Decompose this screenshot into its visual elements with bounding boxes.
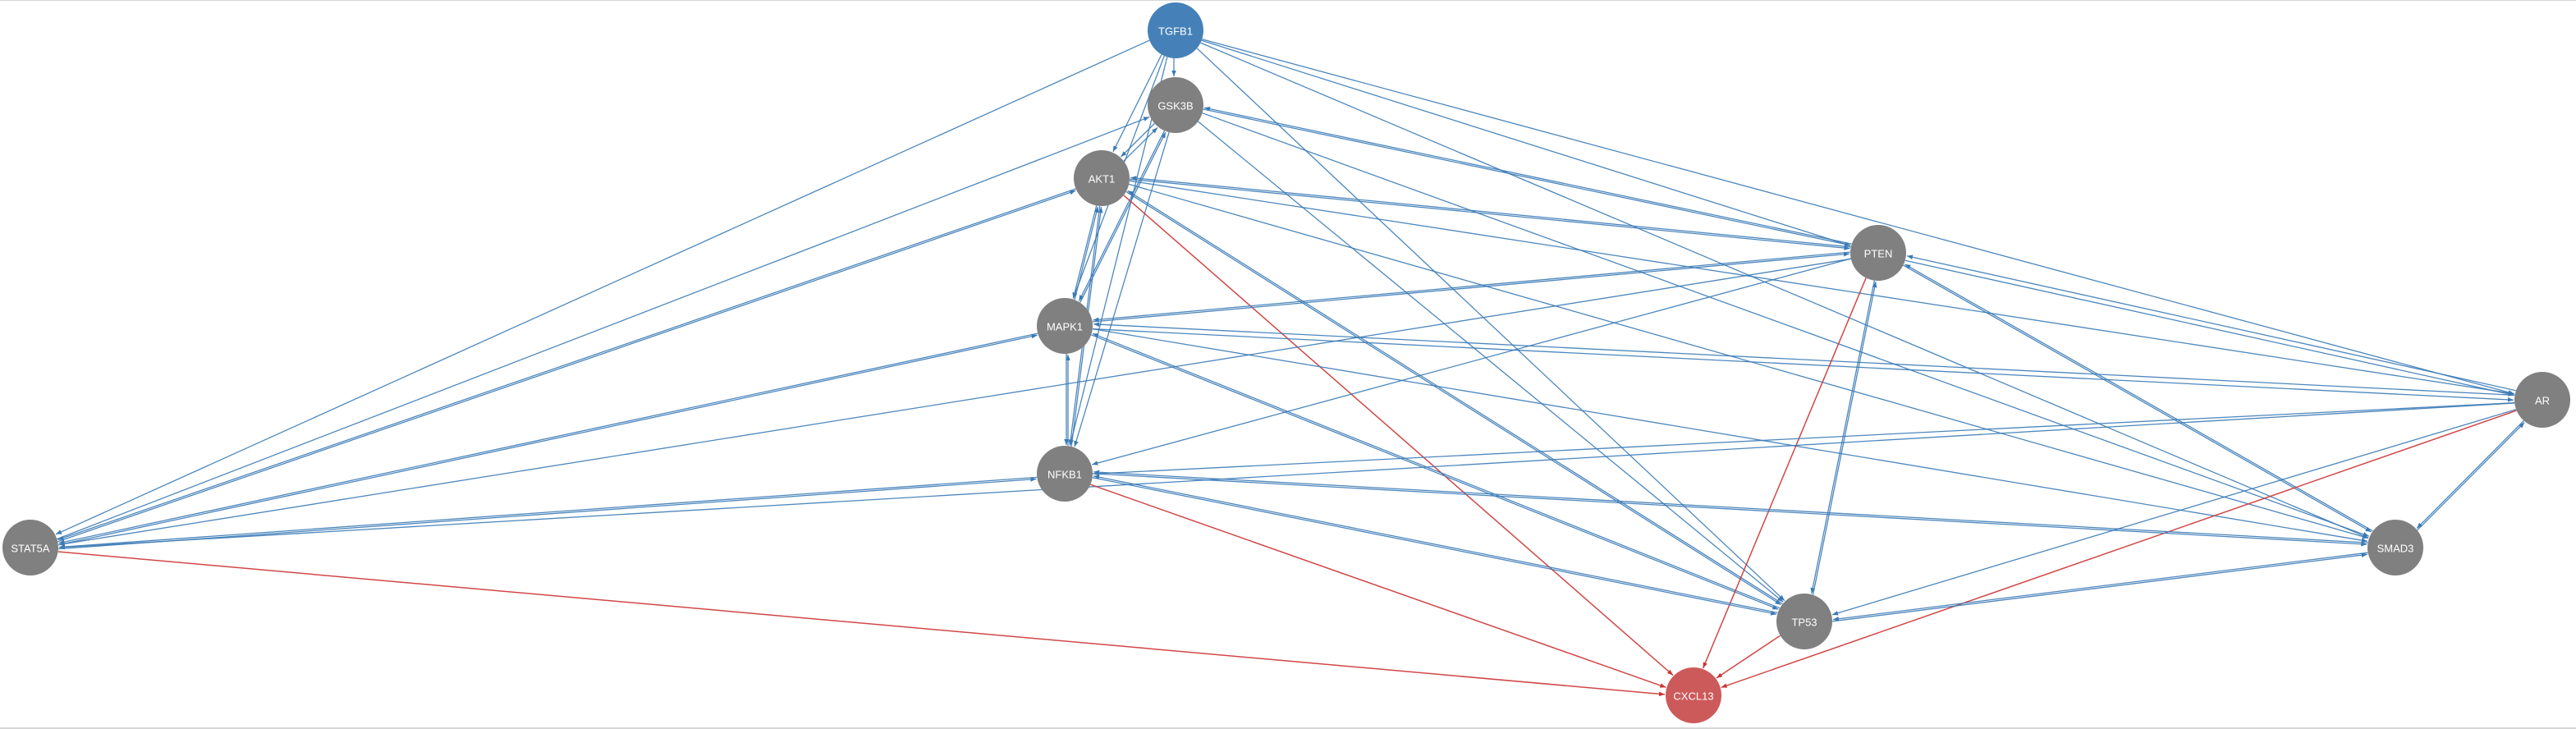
node-circle-pten[interactable] [1850,225,1906,281]
edge-gsk3b-to-pten [1203,108,1851,247]
node-circle-tp53[interactable] [1776,594,1832,649]
edge-pten-to-mapk1 [1093,251,1850,323]
edge-ar-to-pten [1906,254,2516,392]
edge-stat5a-to-cxcl13 [57,551,1666,697]
edge-pten-to-ar [1904,259,2514,397]
node-stat5a[interactable]: STAT5A [2,520,58,575]
node-gsk3b[interactable]: GSK3B [1148,77,1203,133]
edge-pten-to-smad3 [1903,264,2372,533]
edge-gsk3b-to-smad3 [1202,112,2370,537]
edge-pten-to-stat5a [58,258,1851,547]
node-circle-ar[interactable] [2514,372,2570,428]
edge-mapk1-to-pten [1092,251,1850,323]
edge-pten-to-akt1 [1130,176,1851,248]
edge-akt1-to-gsk3b [1123,127,1158,162]
edge-tgfb1-to-tp53 [1196,48,1785,602]
node-circle-nfkb1[interactable] [1037,446,1093,502]
node-pten[interactable]: PTEN [1850,225,1906,281]
edge-smad3-to-pten [1904,264,2373,532]
edge-mapk1-to-ar [1092,328,2514,402]
edge-nfkb1-to-stat5a [59,476,1038,549]
edge-tp53-to-pten [1812,281,1877,595]
node-circle-smad3[interactable] [2367,520,2423,575]
node-label-pten: PTEN [1864,248,1893,260]
edge-tp53-to-mapk1 [1092,332,1781,609]
edge-mapk1-to-akt1 [1074,206,1099,300]
node-akt1[interactable]: AKT1 [1074,150,1130,206]
edge-gsk3b-to-akt1 [1121,123,1155,158]
node-circle-cxcl13[interactable] [1666,667,1721,723]
edge-tgfb1-to-smad3 [1200,42,2369,539]
edge-ar-to-stat5a [59,402,2515,550]
edge-ar-to-nfkb1 [1093,402,2515,476]
edge-tgfb1-to-pten [1201,39,1851,246]
node-circle-stat5a[interactable] [2,520,58,575]
edge-pten-to-nfkb1 [1092,258,1851,465]
node-mapk1[interactable]: MAPK1 [1037,298,1093,354]
node-circle-tgfb1[interactable] [1148,2,1203,58]
node-label-tgfb1: TGFB1 [1158,25,1193,38]
node-tgfb1[interactable]: TGFB1 [1148,2,1203,58]
node-label-nfkb1: NFKB1 [1047,469,1082,481]
node-label-ar: AR [2535,395,2550,407]
edge-pten-to-tp53 [1810,280,1875,594]
edge-tgfb1-to-stat5a [55,39,1150,535]
node-label-cxcl13: CXCL13 [1673,690,1713,703]
edge-stat5a-to-akt1 [57,190,1076,543]
edge-tp53-to-smad3 [1832,552,2367,622]
node-tp53[interactable]: TP53 [1776,594,1832,649]
edge-tp53-to-cxcl13 [1716,635,1781,679]
edge-akt1-to-cxcl13 [1123,195,1674,676]
node-label-akt1: AKT1 [1089,173,1116,186]
edge-smad3-to-tp53 [1832,552,2368,621]
edge-akt1-to-pten [1129,178,1850,250]
edge-ar-to-smad3 [2416,420,2524,530]
edge-tgfb1-to-ar [1202,39,2514,395]
edge-stat5a-to-mapk1 [57,333,1038,546]
top-border [0,0,2576,1]
node-smad3[interactable]: SMAD3 [2367,520,2423,575]
edge-ar-to-mapk1 [1093,322,2515,396]
edge-nfkb1-to-smad3 [1093,473,2367,547]
edge-akt1-to-stat5a [57,188,1076,541]
edge-ar-to-tp53 [1831,409,2517,616]
edge-nfkb1-to-tp53 [1092,477,1777,616]
edge-tp53-to-akt1 [1127,190,1783,605]
edge-tp53-to-nfkb1 [1093,475,1778,614]
edge-mapk1-to-gsk3b [1079,131,1167,303]
edge-stat5a-to-nfkb1 [58,477,1037,550]
node-label-mapk1: MAPK1 [1047,321,1083,333]
edge-akt1-to-ar [1129,180,2514,396]
edge-stat5a-to-gsk3b [57,116,1150,540]
node-circle-akt1[interactable] [1074,150,1130,206]
node-cxcl13[interactable]: CXCL13 [1666,667,1721,723]
node-label-smad3: SMAD3 [2377,543,2414,555]
edge-tgfb1-to-akt1 [1112,54,1162,153]
edge-smad3-to-ar [2417,422,2525,531]
node-circle-mapk1[interactable] [1037,298,1093,354]
node-label-tp53: TP53 [1791,617,1817,629]
edge-akt1-to-mapk1 [1072,205,1098,299]
edge-nfkb1-to-cxcl13 [1090,484,1666,689]
node-nfkb1[interactable]: NFKB1 [1037,446,1093,502]
edge-smad3-to-nfkb1 [1093,470,2368,543]
edge-mapk1-to-smad3 [1092,328,2367,543]
node-label-stat5a: STAT5A [11,543,50,555]
bottom-border [0,727,2576,729]
edge-gsk3b-to-tp53 [1198,121,1784,603]
edge-ar-to-cxcl13 [1721,410,2517,689]
edge-pten-to-gsk3b [1203,107,1852,245]
edge-akt1-to-smad3 [1129,183,2369,539]
edge-layer [55,39,2525,697]
node-label-gsk3b: GSK3B [1157,100,1193,112]
edge-mapk1-to-tp53 [1091,334,1779,610]
edge-akt1-to-tp53 [1125,190,1781,606]
node-circle-gsk3b[interactable] [1148,77,1203,133]
edge-mapk1-to-stat5a [58,332,1038,544]
node-ar[interactable]: AR [2514,372,2570,428]
